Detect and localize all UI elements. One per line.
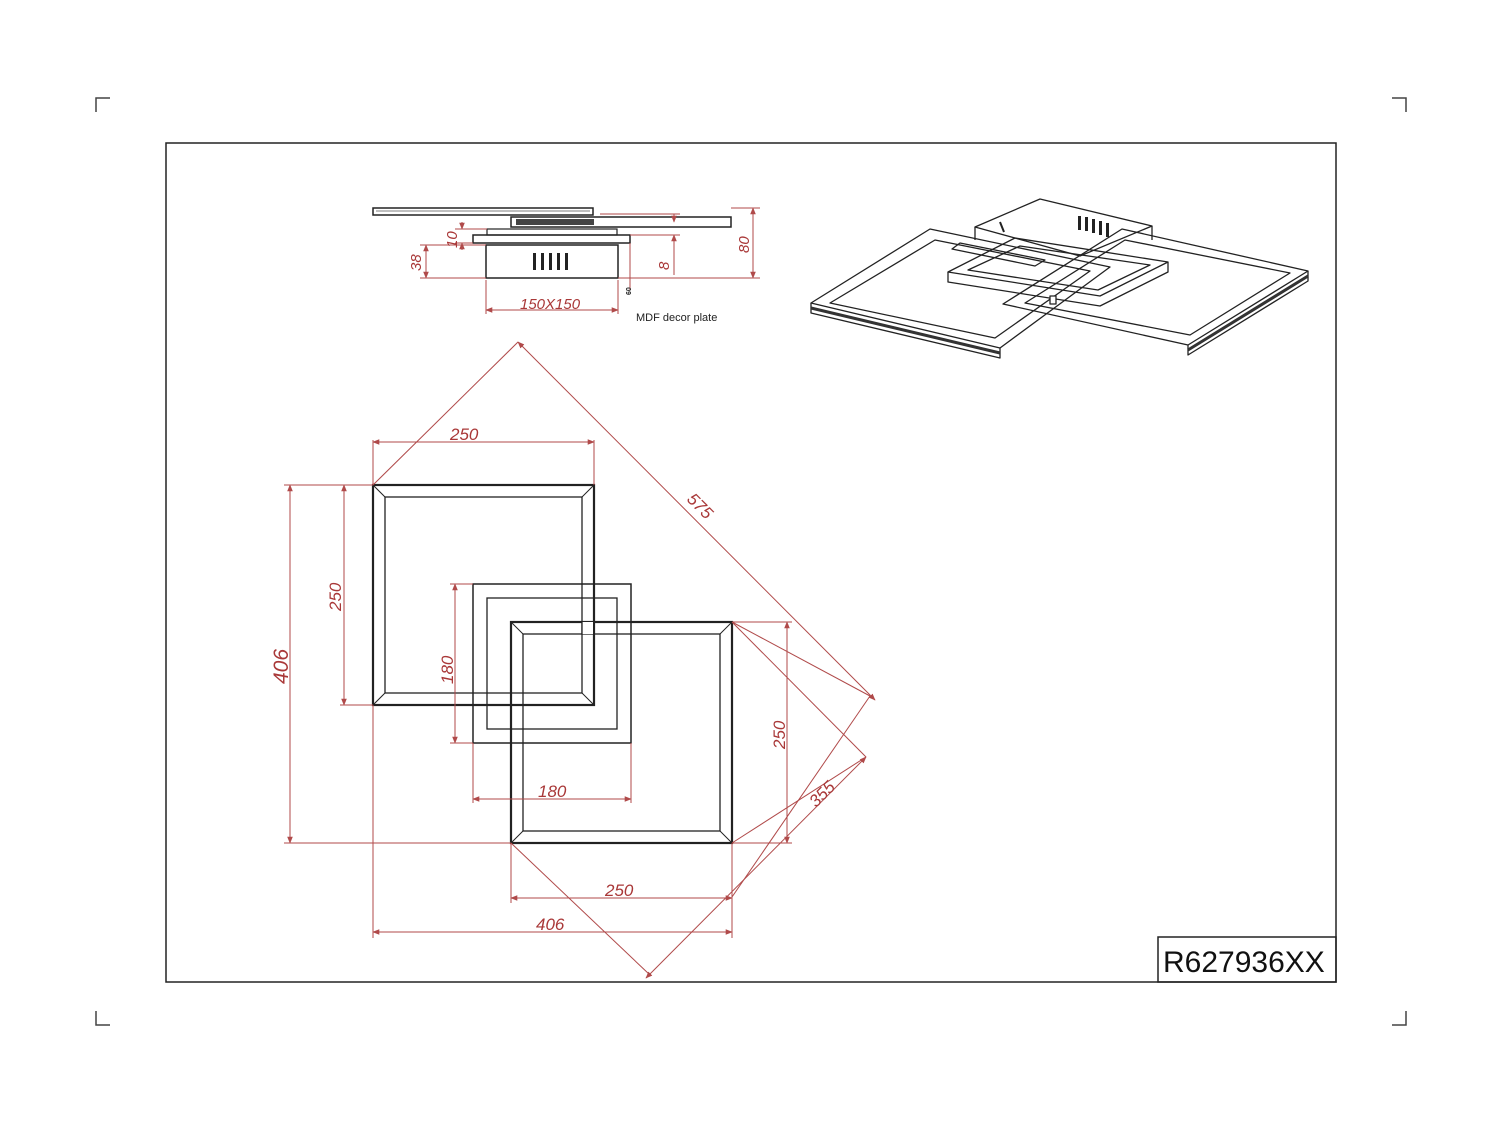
dim-406-left: 406: [270, 649, 293, 684]
dim-250-left: 250: [326, 582, 345, 612]
dim-80: 80: [736, 236, 753, 253]
dim-250-top: 250: [449, 425, 479, 444]
dim-10: 10: [444, 231, 461, 248]
perspective-view: [810, 198, 1309, 359]
dim-250-bottom: 250: [604, 881, 634, 900]
side-view: 38 10 80 8 60 150X150 MDF decor plate: [372, 207, 760, 324]
dim-250-right: 250: [770, 720, 789, 750]
mdf-note: MDF decor plate: [636, 312, 717, 324]
dim-406-bottom: 406: [536, 915, 565, 934]
dim-base: 150X150: [520, 296, 581, 313]
drawing-frame: [165, 142, 1337, 983]
dim-38: 38: [408, 254, 425, 271]
dim-180-horizontal: 180: [538, 782, 567, 801]
dim-small: 60: [626, 287, 633, 295]
crop-marks: [95, 97, 1407, 1026]
dim-575: 575: [683, 489, 717, 523]
top-view: 250 575 250 406 180 180 250 355 250 406: [270, 341, 876, 979]
dim-8: 8: [656, 261, 673, 270]
title-block: R627936XX: [1157, 936, 1337, 983]
product-code: R627936XX: [1163, 946, 1325, 979]
dim-180-vertical: 180: [438, 655, 457, 684]
